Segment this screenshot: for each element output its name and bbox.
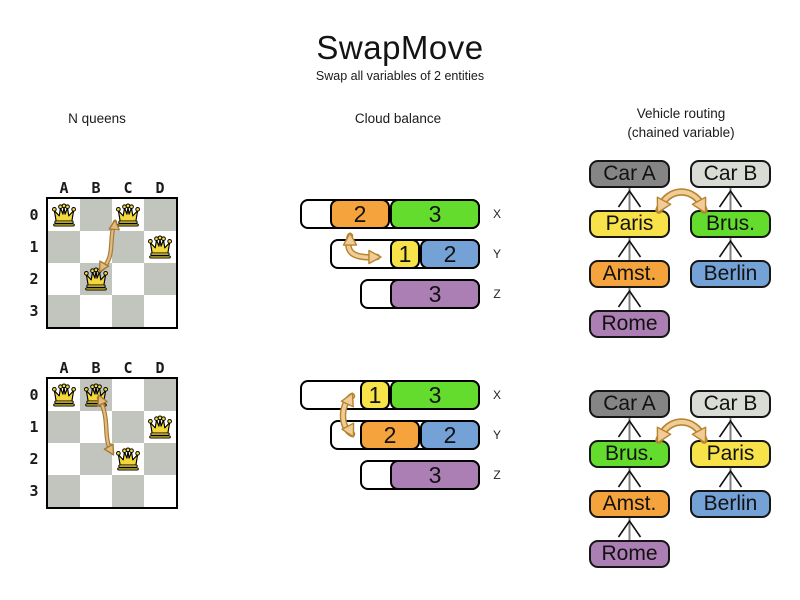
- cloud-row-label-Z-before: Z: [493, 287, 501, 301]
- section-header-vehicle-line2: (chained variable): [627, 125, 735, 140]
- board-cell-B0: [80, 379, 112, 411]
- board-cell-D2: [144, 263, 176, 295]
- cloud-block-Y-orange-after: 2: [360, 420, 420, 450]
- nqueens-board-after: [46, 377, 178, 509]
- cloud-block-X-orange-before: 2: [330, 199, 390, 229]
- board-cell-B1: [80, 231, 112, 263]
- board-cell-C1: [112, 411, 144, 443]
- board-cell-C1: [112, 231, 144, 263]
- board-cell-A3: [48, 475, 80, 507]
- cloud-row-label-X-after: X: [492, 388, 501, 402]
- board-cell-D3: [144, 295, 176, 327]
- cloud-block-Y-blue-before: 2: [420, 239, 480, 269]
- board-cell-D0: [144, 199, 176, 231]
- vehicle-node-berlin-after: Berlin: [690, 490, 771, 518]
- board-cell-A0: [48, 379, 80, 411]
- board-col-label-C: C: [123, 359, 133, 377]
- board-cell-A0: [48, 199, 80, 231]
- board-cell-D0: [144, 379, 176, 411]
- vehicle-node-cara-after: Car A: [589, 390, 670, 418]
- board-cell-A2: [48, 263, 80, 295]
- board-cell-C0: [112, 199, 144, 231]
- cloud-block-X-green-before: 3: [390, 199, 480, 229]
- board-cell-A1: [48, 231, 80, 263]
- section-header-vehicle-line1: Vehicle routing: [636, 106, 726, 121]
- board-cell-D2: [144, 443, 176, 475]
- cloud-block-Z-purple-after: 3: [390, 460, 480, 490]
- board-row-label-2: 2: [29, 450, 39, 468]
- vehicle-node-amst-before: Amst.: [589, 260, 670, 288]
- diagram-title: SwapMove: [316, 29, 484, 66]
- vehicle-node-carb-after: Car B: [690, 390, 771, 418]
- board-cell-C2: [112, 443, 144, 475]
- board-col-label-A: A: [59, 359, 69, 377]
- board-col-label-D: D: [155, 359, 165, 377]
- board-cell-A3: [48, 295, 80, 327]
- cloud-row-label-Y-before: Y: [492, 247, 501, 261]
- board-cell-B2: [80, 263, 112, 295]
- board-row-label-1: 1: [29, 418, 39, 436]
- cloud-row-label-Y-after: Y: [492, 428, 501, 442]
- board-cell-D1: [144, 411, 176, 443]
- vehicle-node-cara-before: Car A: [589, 160, 670, 188]
- cloud-block-X-yellow-after: 1: [360, 380, 390, 410]
- board-row-label-3: 3: [29, 302, 39, 320]
- vehicle-node-berlin-before: Berlin: [690, 260, 771, 288]
- vehicle-node-amst-after: Amst.: [589, 490, 670, 518]
- board-col-label-C: C: [123, 179, 133, 197]
- cloud-block-Y-yellow-before: 1: [390, 239, 420, 269]
- board-row-label-0: 0: [29, 206, 39, 224]
- vehicle-node-brus-before: Brus.: [690, 210, 771, 238]
- board-col-label-A: A: [59, 179, 69, 197]
- board-row-label-0: 0: [29, 386, 39, 404]
- board-col-label-D: D: [155, 179, 165, 197]
- board-cell-D1: [144, 231, 176, 263]
- vehicle-node-carb-before: Car B: [690, 160, 771, 188]
- section-header-cloud: Cloud balance: [354, 111, 442, 126]
- board-row-label-1: 1: [29, 238, 39, 256]
- section-header-vehicle: Vehicle routing (chained variable): [601, 104, 761, 142]
- vehicle-node-rome-after: Rome: [589, 540, 670, 568]
- board-cell-B0: [80, 199, 112, 231]
- section-header-nqueens: N queens: [68, 111, 126, 126]
- board-cell-B1: [80, 411, 112, 443]
- vehicle-node-brus-after: Brus.: [589, 440, 670, 468]
- board-cell-C0: [112, 379, 144, 411]
- board-col-label-B: B: [91, 359, 101, 377]
- cloud-row-label-X-before: X: [492, 207, 501, 221]
- board-cell-B2: [80, 443, 112, 475]
- board-row-label-2: 2: [29, 270, 39, 288]
- cloud-row-label-Z-after: Z: [493, 468, 501, 482]
- board-cell-D3: [144, 475, 176, 507]
- board-cell-C2: [112, 263, 144, 295]
- vehicle-node-rome-before: Rome: [589, 310, 670, 338]
- board-cell-A1: [48, 411, 80, 443]
- cloud-block-X-green-after: 3: [390, 380, 480, 410]
- board-cell-B3: [80, 475, 112, 507]
- vehicle-node-paris-before: Paris: [589, 210, 670, 238]
- board-cell-B3: [80, 295, 112, 327]
- vehicle-node-paris-after: Paris: [690, 440, 771, 468]
- cloud-block-Y-blue-after: 2: [420, 420, 480, 450]
- board-cell-C3: [112, 475, 144, 507]
- board-row-label-3: 3: [29, 482, 39, 500]
- board-cell-A2: [48, 443, 80, 475]
- board-cell-C3: [112, 295, 144, 327]
- nqueens-board-before: [46, 197, 178, 329]
- cloud-block-Z-purple-before: 3: [390, 279, 480, 309]
- diagram-subtitle: Swap all variables of 2 entities: [315, 69, 485, 83]
- board-col-label-B: B: [91, 179, 101, 197]
